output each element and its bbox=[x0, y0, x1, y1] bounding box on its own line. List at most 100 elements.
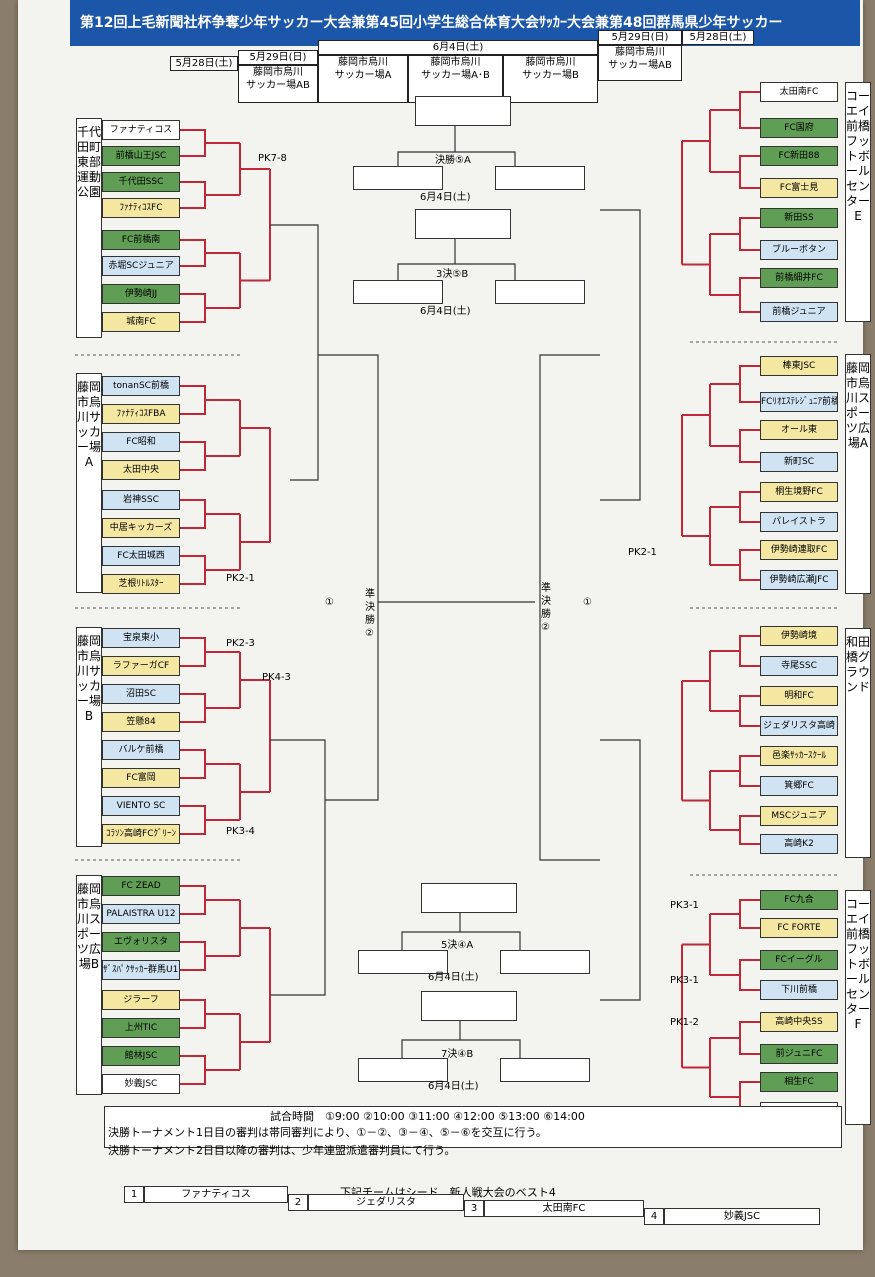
team-box: 太田中央 bbox=[102, 460, 180, 480]
bracket-line bbox=[180, 749, 206, 779]
team-box: 桐生境野FC bbox=[760, 482, 838, 502]
header-date-cell: 6月4日(土) bbox=[318, 40, 598, 55]
team-box: VIENTO SC bbox=[102, 796, 180, 816]
bracket-line bbox=[180, 129, 206, 157]
final-date: 6月4日(土) bbox=[420, 192, 471, 203]
team-box: FC九合 bbox=[760, 890, 838, 910]
pk-label: PK7-8 bbox=[258, 153, 287, 164]
bracket-line bbox=[739, 959, 760, 991]
bracket-line bbox=[180, 1055, 206, 1085]
referee-note-2: 決勝トーナメント2日目以降の審判は、少年連盟派遣審判員にて行う。 bbox=[108, 1144, 456, 1157]
bracket-line bbox=[180, 555, 206, 585]
header-venue-cell: 藤岡市烏川 サッカー場A bbox=[318, 55, 408, 103]
team-box: 千代田SSC bbox=[102, 172, 180, 192]
venue-label: 藤岡市烏川スポーツ広場A bbox=[845, 354, 871, 594]
team-box: ｻﾞｽﾊﾟｸｻｯｶｰ群馬U12 bbox=[102, 960, 180, 980]
team-box: ﾌｧﾅﾃｨｺｽFBA bbox=[102, 404, 180, 424]
seventh-team-box-right bbox=[500, 1058, 590, 1082]
team-box: ﾌｧﾅﾃｨｺｽFC bbox=[102, 198, 180, 218]
header-date-cell: 5月28日(土) bbox=[170, 56, 238, 71]
final-box bbox=[415, 96, 511, 126]
bracket-line bbox=[180, 385, 206, 415]
referee-note-1: 決勝トーナメント1日目の審判は帯同審判により、①－②、③－④、⑤－⑥を交互に行う… bbox=[108, 1126, 547, 1139]
team-box: 箕郷FC bbox=[760, 776, 838, 796]
bracket-line bbox=[180, 805, 206, 835]
team-box: 棒東JSC bbox=[760, 356, 838, 376]
bracket-line bbox=[739, 365, 760, 403]
venue-label: コーエイ前橋フットボールセンターE bbox=[845, 82, 871, 322]
bracket-line bbox=[318, 354, 379, 801]
semifinal-number-right: ① bbox=[583, 597, 592, 608]
seed-number: 3 bbox=[464, 1200, 484, 1217]
pk-label: PK1-2 bbox=[670, 1017, 699, 1028]
pk-label: PK3-1 bbox=[670, 975, 699, 986]
team-box: ジェダリスタ高崎 bbox=[760, 716, 838, 736]
seed-number: 1 bbox=[124, 1186, 144, 1203]
team-box: 前橋山王JSC bbox=[102, 146, 180, 166]
team-box: ラファーガCF bbox=[102, 656, 180, 676]
fifth-team-box-left bbox=[358, 950, 448, 974]
team-box: 宝泉東小 bbox=[102, 628, 180, 648]
fifth-team-box-right bbox=[500, 950, 590, 974]
final-team-box-right bbox=[495, 166, 585, 190]
bracket-line bbox=[739, 549, 760, 581]
venue-label: コーエイ前橋フットボールセンターF bbox=[845, 890, 871, 1125]
team-box: FC前橋南 bbox=[102, 230, 180, 250]
team-box: FCﾘｵｴｽﾃﾚｼﾞｭﾆｱ前橋 bbox=[760, 392, 838, 412]
match-times-box bbox=[104, 1106, 842, 1148]
bracket-line bbox=[739, 1021, 760, 1055]
bracket-line bbox=[739, 635, 760, 667]
team-box: 下川前橋 bbox=[760, 980, 838, 1000]
team-box: FC国府 bbox=[760, 118, 838, 138]
semifinal-number-left: ① bbox=[325, 597, 334, 608]
team-box: 伊勢崎JJ bbox=[102, 284, 180, 304]
team-box: 芝根ﾘﾄﾙｽﾀｰ bbox=[102, 574, 180, 594]
bracket-line bbox=[180, 499, 206, 529]
team-box: 明和FC bbox=[760, 686, 838, 706]
team-box: FC富士見 bbox=[760, 178, 838, 198]
team-box: 寺尾SSC bbox=[760, 656, 838, 676]
venue-label: 千代田町東部運動公園 bbox=[76, 118, 102, 338]
bracket-line bbox=[180, 293, 206, 323]
pk-label: PK2-3 bbox=[226, 638, 255, 649]
bracket-line bbox=[739, 91, 760, 129]
bracket-line bbox=[600, 209, 641, 501]
bracket-line bbox=[739, 277, 760, 313]
seed-team: 太田南FC bbox=[484, 1200, 644, 1217]
bracket-line bbox=[180, 999, 206, 1029]
team-box: FCイーグル bbox=[760, 950, 838, 970]
bracket-line bbox=[401, 1039, 521, 1058]
header-date-cell: 5月29日(日) bbox=[238, 50, 318, 65]
venue-label: 藤岡市烏川サッカー場A bbox=[76, 373, 102, 593]
team-box: 妙義JSC bbox=[102, 1074, 180, 1094]
team-box: tonanSC前橋 bbox=[102, 376, 180, 396]
third-box bbox=[415, 209, 511, 239]
pk-label: PK4-3 bbox=[262, 672, 291, 683]
team-box: 笠懸84 bbox=[102, 712, 180, 732]
team-box: 城南FC bbox=[102, 312, 180, 332]
bracket-line bbox=[180, 885, 206, 915]
team-box: 新田SS bbox=[760, 208, 838, 228]
pk-label: PK3-4 bbox=[226, 826, 255, 837]
bracket-line bbox=[180, 637, 206, 667]
bracket-line bbox=[739, 491, 760, 523]
pk-label: PK2-1 bbox=[226, 573, 255, 584]
team-box: ブルーボタン bbox=[760, 240, 838, 260]
venue-label: 和田橋グラウンド bbox=[845, 628, 871, 858]
third-date: 6月4日(土) bbox=[420, 306, 471, 317]
bracket-line bbox=[739, 155, 760, 189]
third-team-box-left bbox=[353, 280, 443, 304]
bracket-line bbox=[739, 695, 760, 727]
team-box: バルケ前橋 bbox=[102, 740, 180, 760]
team-box: ジラーフ bbox=[102, 990, 180, 1010]
team-box: FC FORTE bbox=[760, 918, 838, 938]
bracket-line bbox=[270, 224, 319, 481]
bracket-line bbox=[739, 815, 760, 845]
bracket-line bbox=[739, 899, 760, 929]
match-times: 試合時間 ①9:00 ②10:00 ③11:00 ④12:00 ⑤13:00 ⑥… bbox=[270, 1110, 585, 1123]
seventh-date: 6月4日(土) bbox=[428, 1081, 479, 1092]
team-box: 新町SC bbox=[760, 452, 838, 472]
fifth-label: 5決④A bbox=[441, 940, 474, 951]
